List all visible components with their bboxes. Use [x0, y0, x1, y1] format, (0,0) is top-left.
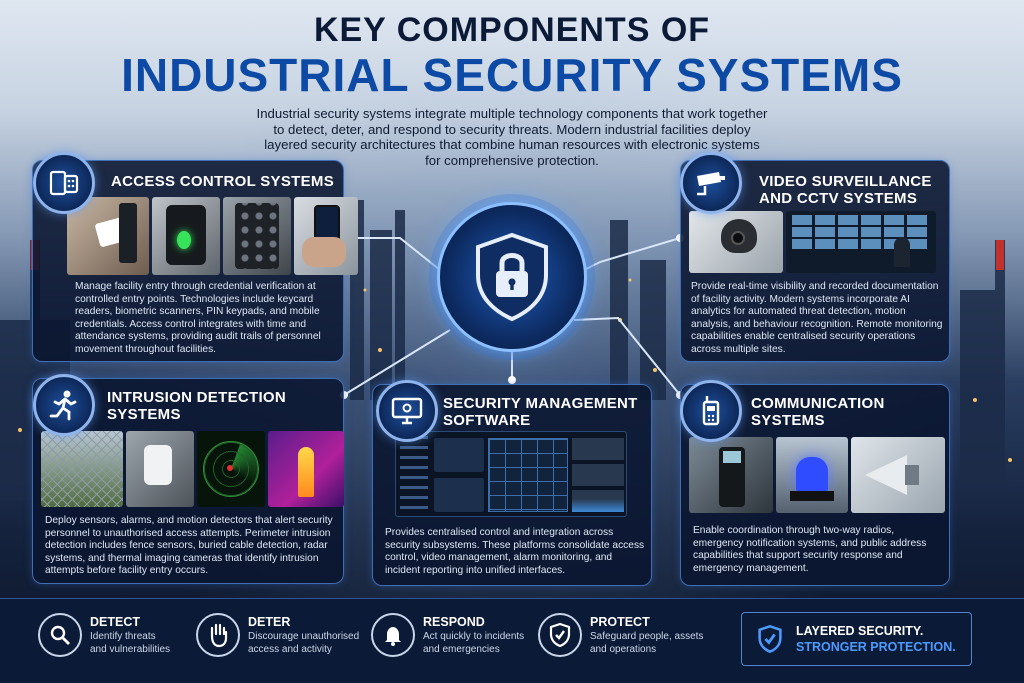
footer-deter-title: DETER [248, 614, 291, 629]
shield-check-icon [758, 624, 782, 654]
access-control-images [67, 197, 358, 275]
dashboard-screenshot [395, 431, 627, 517]
footer-respond-line-2: and emergencies [423, 643, 500, 655]
motion-sensor-photo [126, 431, 194, 507]
access-card-icon [33, 152, 95, 214]
center-shield-lock [437, 202, 587, 352]
stop-hand-icon [196, 613, 240, 657]
intro-line-2: to detect, deter, and respond to securit… [273, 121, 751, 137]
security-management-description: Provides centralised control and integra… [385, 527, 645, 576]
running-person-icon [33, 374, 95, 436]
footer-item-deter: DETER Discourage unauthorised access and… [196, 613, 359, 657]
security-management-title: SECURITY MANAGEMENT SOFTWARE [443, 395, 638, 429]
two-way-radio-photo [689, 437, 773, 513]
dome-camera-photo [689, 211, 783, 273]
footer-bar: DETECT Identify threats and vulnerabilit… [0, 598, 1024, 683]
tagline-line-1: LAYERED SECURITY. [796, 624, 924, 638]
magnifier-icon [38, 613, 82, 657]
communication-panel: COMMUNICATION SYSTEMS Enable coordinatio… [680, 384, 950, 586]
management-title-line-1: SECURITY MANAGEMENT [443, 395, 638, 412]
footer-respond-title: RESPOND [423, 614, 485, 629]
communication-title-line-1: COMMUNICATION [751, 395, 885, 412]
footer-respond-line-1: Act quickly to incidents [423, 630, 525, 642]
perimeter-fence-photo [41, 431, 123, 507]
tagline-box: LAYERED SECURITY. STRONGER PROTECTION. [741, 612, 972, 666]
footer-deter-line-2: access and activity [248, 643, 332, 655]
management-title-line-2: SOFTWARE [443, 412, 531, 429]
footer-protect-title: PROTECT [590, 614, 650, 629]
video-surveillance-title: VIDEO SURVEILLANCE AND CCTV SYSTEMS [759, 173, 932, 207]
communication-title-line-2: SYSTEMS [751, 412, 825, 429]
title-line-1: KEY COMPONENTS OF [313, 11, 711, 49]
footer-deter-line-1: Discourage unauthorised [248, 630, 360, 642]
control-room-photo [786, 211, 936, 273]
intrusion-detection-images [41, 431, 344, 507]
monitor-gear-icon [376, 380, 438, 442]
shield-check-icon [538, 613, 582, 657]
radar-screen-photo [197, 431, 265, 507]
intrusion-detection-title: INTRUSION DETECTION SYSTEMS [107, 389, 286, 423]
intrusion-title-line-2: SYSTEMS [107, 406, 181, 423]
access-control-panel: ACCESS CONTROL SYSTEMS Manage facility e… [32, 160, 358, 362]
title-line-2: INDUSTRIAL SECURITY SYSTEMS [121, 49, 903, 101]
tagline-line-2: STRONGER PROTECTION. [796, 640, 956, 654]
intro-paragraph: Industrial security systems integrate mu… [200, 106, 824, 168]
footer-item-detect: DETECT Identify threats and vulnerabilit… [38, 613, 170, 657]
video-title-line-1: VIDEO SURVEILLANCE [759, 173, 932, 190]
footer-protect-line-1: Safeguard people, assets [590, 630, 704, 642]
keycard-photo [67, 197, 149, 275]
video-title-line-2: AND CCTV SYSTEMS [759, 190, 918, 207]
video-surveillance-description: Provide real-time visibility and recorde… [691, 281, 943, 355]
video-surveillance-images [689, 211, 936, 273]
mobile-credential-photo [294, 197, 358, 275]
header: KEY COMPONENTS OF INDUSTRIAL SECURITY SY… [0, 10, 1024, 100]
biometric-scanner-photo [152, 197, 220, 275]
footer-item-protect: PROTECT Safeguard people, assets and ope… [538, 613, 703, 657]
pin-keypad-photo [223, 197, 291, 275]
intrusion-detection-description: Deploy sensors, alarms, and motion detec… [45, 515, 333, 577]
access-control-title: ACCESS CONTROL SYSTEMS [111, 173, 335, 190]
footer-detect-line-1: Identify threats [90, 630, 156, 642]
footer-detect-line-2: and vulnerabilities [90, 643, 171, 655]
communication-description: Enable coordination through two-way radi… [693, 525, 927, 574]
intro-line-4: for comprehensive protection. [425, 152, 599, 168]
bell-icon [371, 613, 415, 657]
loudspeaker-photo [851, 437, 945, 513]
shield-lock-icon [476, 232, 548, 322]
communication-title: COMMUNICATION SYSTEMS [751, 395, 885, 429]
emergency-beacon-photo [776, 437, 848, 513]
cctv-camera-icon [680, 152, 742, 214]
two-way-radio-icon [680, 380, 742, 442]
footer-item-respond: RESPOND Act quickly to incidents and eme… [371, 613, 524, 657]
thermal-camera-photo [268, 431, 344, 507]
intro-line-1: Industrial security systems integrate mu… [256, 106, 768, 121]
access-control-description: Manage facility entry through credential… [75, 281, 321, 355]
footer-protect-line-2: and operations [590, 643, 657, 655]
communication-images [689, 437, 945, 513]
intro-line-3: layered security architectures that comb… [264, 137, 760, 152]
intrusion-title-line-1: INTRUSION DETECTION [107, 389, 287, 406]
footer-detect-title: DETECT [90, 614, 140, 629]
